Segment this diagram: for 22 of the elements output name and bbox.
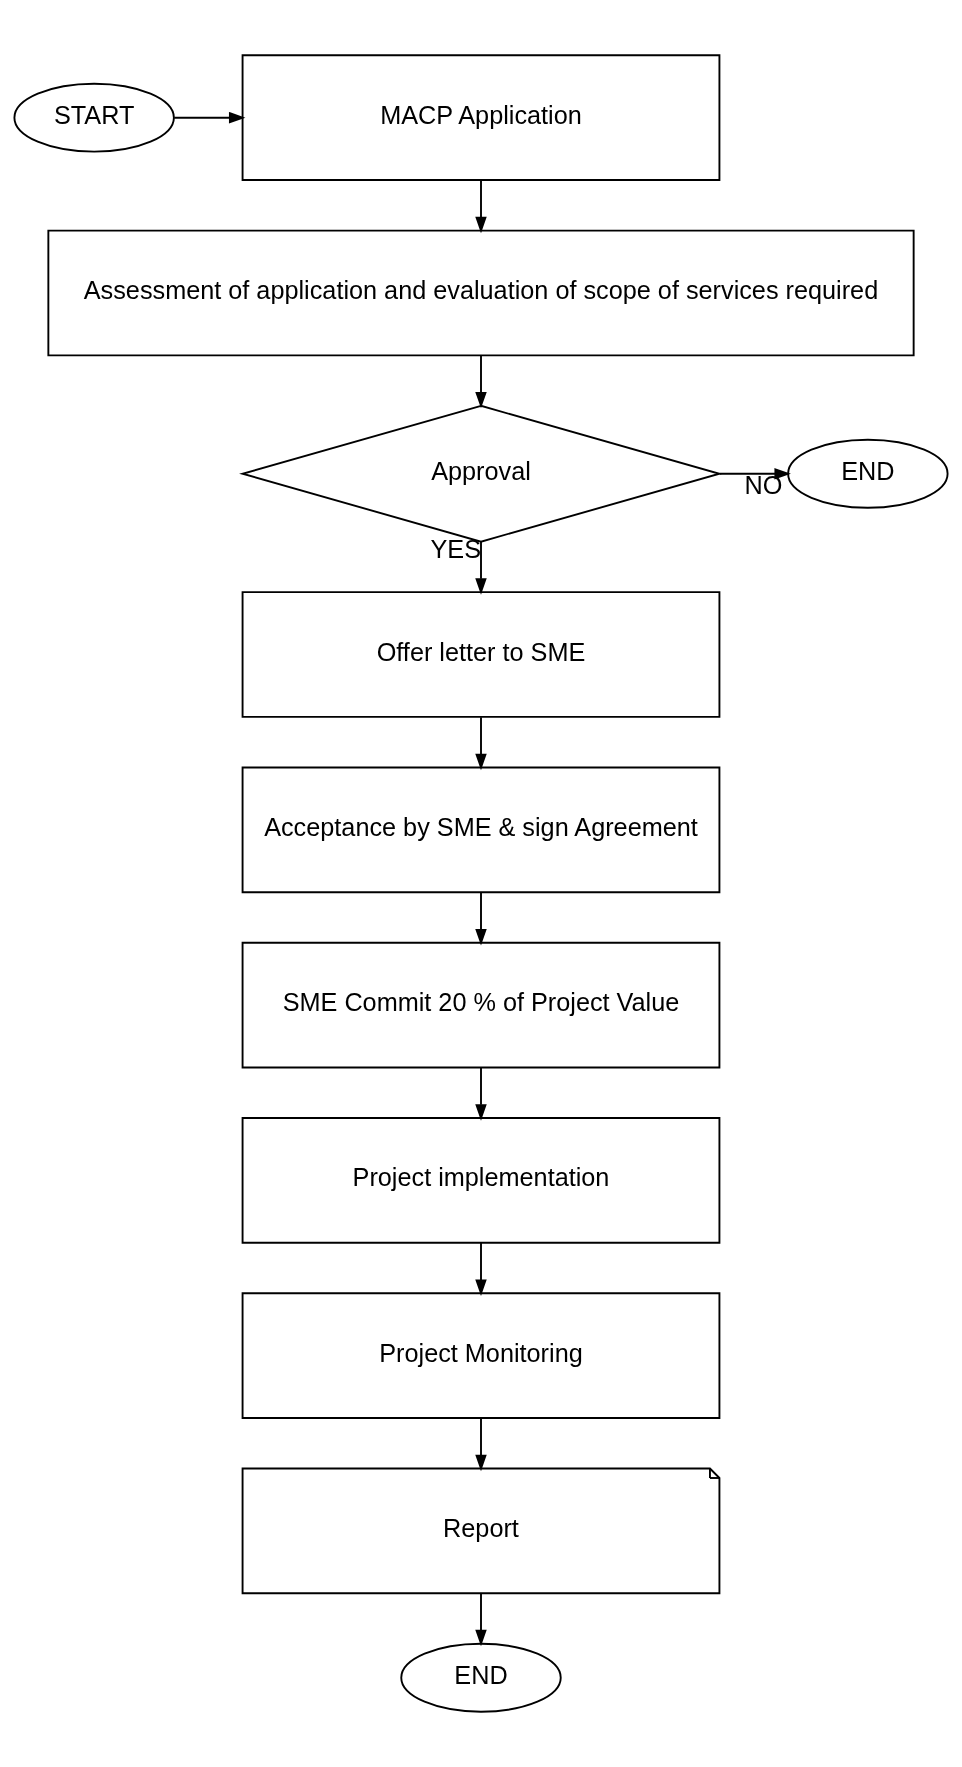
arrow	[475, 1592, 487, 1647]
node-box: SME Commit 20 % of Project Value	[241, 941, 721, 1069]
arrow	[475, 1242, 487, 1296]
node-box: Project implementation	[241, 1117, 721, 1244]
arrow	[173, 111, 246, 124]
node-box: Project Monitoring	[241, 1292, 721, 1419]
arrow	[475, 716, 487, 771]
node-ellipse: END	[787, 438, 949, 509]
arrow	[475, 891, 487, 946]
arrow	[475, 541, 487, 595]
edge-label: NO	[744, 470, 783, 499]
arrow	[718, 468, 791, 480]
node-box: Acceptance by SME & sign Agreement	[241, 766, 721, 894]
node-box: Offer letter to SME	[241, 591, 721, 718]
arrow	[475, 1417, 487, 1472]
node-box: MACP Application	[241, 54, 721, 181]
arrow	[475, 1066, 487, 1121]
node-box: Assessment of application and evaluation of scope of services required	[47, 229, 915, 357]
arrow	[475, 179, 487, 234]
arrow	[475, 354, 487, 409]
node-ellipse: START	[13, 82, 175, 153]
node-ellipse: END	[400, 1642, 562, 1713]
